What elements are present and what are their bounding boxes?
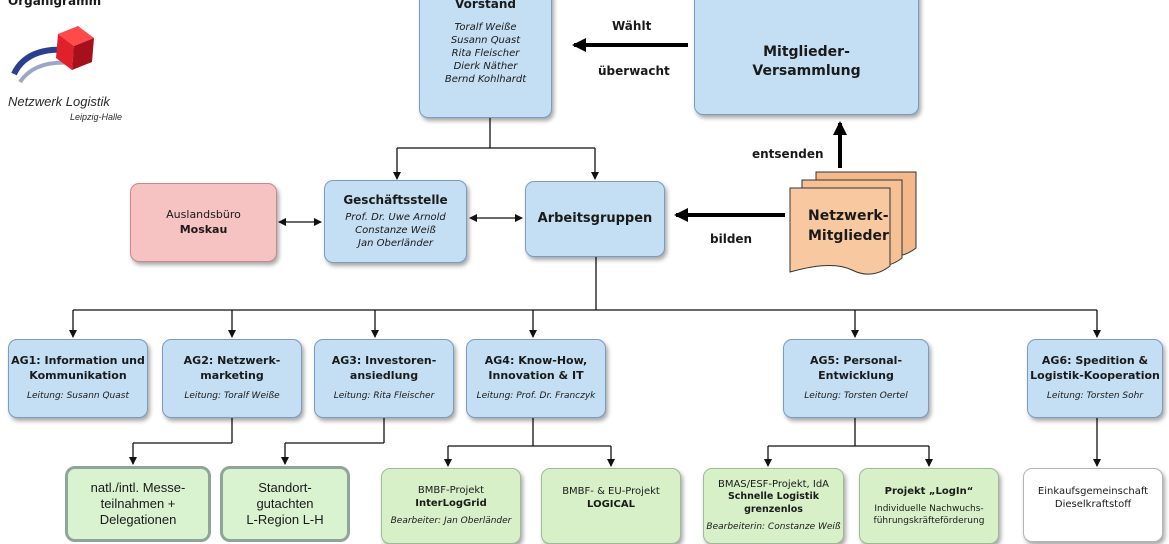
project-schnelle-box: BMAS/ESF-Projekt, IdA Schnelle Logistik … (703, 468, 844, 544)
project-logical-line2: LOGICAL (587, 499, 635, 510)
project-interloggrid-line2: InterLogGrid (415, 498, 487, 510)
mv-line1: Mitglieder- (763, 44, 850, 61)
mitgliederversammlung-box: Mitglieder- Versammlung (694, 0, 919, 115)
page-title: Organigramm (8, 0, 102, 8)
project-schnelle-line3: Bearbeiterin: Constanze Weiß (706, 522, 841, 532)
ag3-box: AG3: Investoren- ansiedlung Leitung: Rit… (314, 339, 454, 418)
ag6-box: AG6: Spedition & Logistik-Kooperation Le… (1027, 339, 1163, 418)
auslandsbuero-box: Auslandsbüro Moskau (130, 183, 277, 262)
arbeitsgruppen-box: Arbeitsgruppen (525, 181, 665, 257)
auslandsbuero-label: Auslandsbüro (166, 208, 241, 222)
ag5-title-line2: Entwicklung (818, 368, 894, 382)
edge-label-entsenden: entsenden (752, 147, 824, 161)
project-standort-line2: gutachten (256, 495, 314, 511)
netzwerkmitglieder-stack: Netzwerk- Mitglieder (788, 170, 918, 282)
vorstand-box: Vorstand Toralf Weiße Susann Quast Rita … (419, 0, 552, 118)
ag1-title-line2: Kommunikation (29, 368, 127, 382)
project-einkauf-line1: Einkaufsgemeinschaft (1037, 486, 1149, 497)
ag2-lead: Leitung: Toralf Weiße (184, 390, 280, 401)
vorstand-member: Rita Fleischer (451, 47, 520, 59)
geschaeftsstelle-member: Prof. Dr. Uwe Arnold (345, 212, 446, 224)
project-messe-line2: teilnahmen + (100, 495, 176, 511)
ag2-title-line1: AG2: Netzwerk- (183, 354, 281, 368)
auslandsbuero-city: Moskau (179, 222, 228, 236)
ag3-title-line2: ansiedlung (349, 368, 419, 382)
project-interloggrid-box: BMBF-Projekt InterLogGrid Bearbeiter: Ja… (381, 468, 521, 544)
project-standort-line1: Standort- (258, 479, 312, 495)
geschaeftsstelle-box: Geschäftsstelle Prof. Dr. Uwe Arnold Con… (324, 180, 467, 263)
logo-name: Netzwerk Logistik (8, 94, 110, 109)
project-logical-box: BMBF- & EU-Projekt LOGICAL (541, 468, 681, 544)
ag5-box: AG5: Personal- Entwicklung Leitung: Tors… (783, 339, 929, 418)
netzwerkmitglieder-line1: Netzwerk- (808, 208, 889, 224)
logo-cube-icon (11, 26, 94, 84)
vorstand-member: Dierk Näther (453, 60, 518, 72)
project-schnelle-line1: BMAS/ESF-Projekt, IdA (717, 479, 830, 491)
ag6-title-line1: AG6: Spedition & (1041, 354, 1149, 368)
geschaeftsstelle-title: Geschäftsstelle (343, 192, 448, 207)
mv-line2: Versammlung (752, 62, 861, 79)
edge-label-waehlt: Wählt (612, 19, 652, 33)
ag5-lead: Leitung: Torsten Oertel (804, 390, 908, 401)
edge-label-ueberwacht: überwacht (598, 64, 670, 78)
project-login-line2: Individuelle Nachwuchs- (874, 503, 984, 514)
ag5-title-line1: AG5: Personal- (809, 354, 903, 368)
vorstand-title: Vorstand (455, 0, 516, 11)
project-interloggrid-line3: Bearbeiter: Jan Oberländer (390, 516, 512, 527)
project-login-line3: führungskräfteförderung (873, 515, 985, 526)
project-login-line1: Projekt „LogIn“ (884, 485, 974, 497)
ag6-lead: Leitung: Torsten Sohr (1046, 390, 1144, 401)
project-standort-line3: L-Region L-H (246, 512, 324, 528)
project-interloggrid-line1: BMBF-Projekt (417, 485, 485, 497)
project-schnelle-line2: Schnelle Logistik grenzenlos (727, 491, 820, 515)
project-messe-line3: Delegationen (99, 512, 177, 528)
logo: Netzwerk Logistik Leipzig-Halle (8, 24, 148, 134)
vorstand-member: Susann Quast (450, 34, 521, 46)
logo-region: Leipzig-Halle (70, 112, 123, 122)
project-messe-box: natl./intl. Messe- teilnahmen + Delegati… (65, 466, 211, 542)
project-login-box: Projekt „LogIn“ Individuelle Nachwuchs- … (859, 468, 999, 544)
ag6-title-line2: Logistik-Kooperation (1030, 368, 1160, 382)
ag1-lead: Leitung: Susann Quast (26, 390, 129, 401)
ag1-title-line1: AG1: Information und (11, 354, 145, 368)
arbeitsgruppen-title: Arbeitsgruppen (537, 210, 653, 226)
ag4-box: AG4: Know-How, Innovation & IT Leitung: … (466, 339, 606, 418)
ag3-lead: Leitung: Rita Fleischer (333, 390, 435, 401)
ag2-box: AG2: Netzwerk- marketing Leitung: Toralf… (162, 339, 302, 418)
ag4-title-line1: AG4: Know-How, (484, 354, 588, 368)
ag1-box: AG1: Information und Kommunikation Leitu… (8, 339, 148, 418)
project-einkauf-box: Einkaufsgemeinschaft Dieselkraftstoff (1023, 468, 1163, 542)
ag3-title-line1: AG3: Investoren- (331, 354, 437, 368)
edge-label-bilden: bilden (710, 232, 753, 246)
document-stack-icon (789, 171, 917, 275)
vorstand-member: Bernd Kohlhardt (444, 73, 527, 85)
geschaeftsstelle-member: Constanze Weiß (355, 225, 436, 237)
project-standort-box: Standort- gutachten L-Region L-H (220, 466, 350, 542)
ag4-title-line2: Innovation & IT (488, 368, 584, 382)
geschaeftsstelle-member: Jan Oberländer (358, 238, 433, 250)
project-logical-line1: BMBF- & EU-Projekt (562, 486, 660, 497)
ag4-lead: Leitung: Prof. Dr. Franczyk (476, 390, 596, 401)
netzwerkmitglieder-line2: Mitglieder (808, 228, 889, 244)
project-einkauf-line2: Dieselkraftstoff (1054, 499, 1132, 510)
vorstand-member: Toralf Weiße (454, 21, 517, 33)
ag2-title-line2: marketing (200, 368, 264, 382)
project-messe-line1: natl./intl. Messe- (90, 479, 186, 495)
